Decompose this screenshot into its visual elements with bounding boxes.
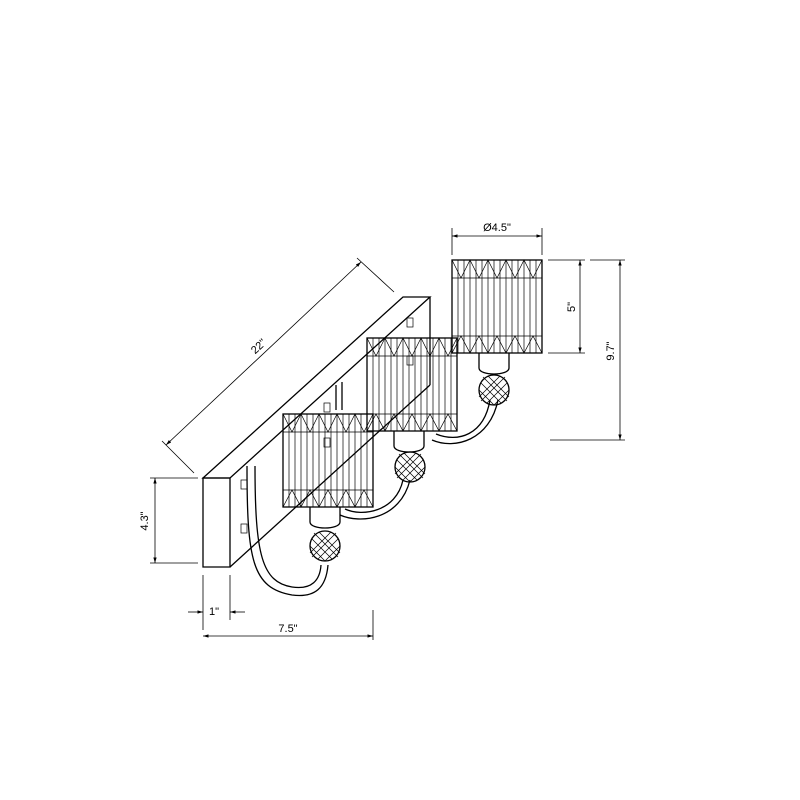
dimension-backplate-depth: 1" (188, 575, 245, 630)
lamp-back (451, 259, 543, 406)
lamp-middle-shade (366, 337, 458, 432)
total-height-label: 9.7" (605, 341, 617, 360)
length-label: 22" (249, 337, 269, 357)
lamp-middle-knob (394, 451, 426, 483)
backplate-height-label: 4.3" (139, 511, 151, 530)
lamp-front-shade (282, 413, 374, 508)
lamp-middle (366, 337, 458, 483)
dimension-shade-height: 5" (548, 259, 585, 354)
extension-label: 7.5" (278, 623, 297, 635)
dimension-length: 22" (161, 257, 395, 474)
dimension-diameter: Ø4.5" (451, 222, 543, 255)
lamp-front-knob (309, 530, 341, 562)
lamp-front (282, 413, 374, 562)
lamp-back-shade (451, 259, 543, 354)
dimension-backplate-height: 4.3" (139, 477, 198, 564)
arms (246, 382, 499, 597)
backplate-depth-label: 1" (209, 606, 219, 618)
diameter-label: Ø4.5" (483, 222, 511, 234)
lamp-back-knob (478, 374, 510, 406)
dimension-total-height: 9.7" (550, 259, 625, 441)
shade-height-label: 5" (566, 302, 578, 312)
dimension-extension: 7.5" (203, 610, 374, 640)
